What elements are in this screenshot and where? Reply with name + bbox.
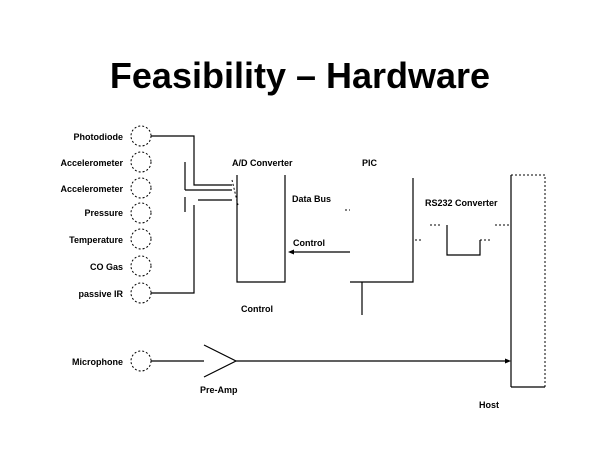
pic-block [350, 178, 414, 283]
sensor-icons [130, 125, 152, 372]
control-bottom-label: Control [241, 304, 273, 314]
preamp-triangle [203, 344, 238, 378]
rs232-label: RS232 Converter [425, 198, 498, 208]
sensor-label-accelerometer-2: Accelerometer [60, 184, 123, 194]
adc-block [236, 175, 286, 283]
sensor-label-co-gas: CO Gas [90, 262, 123, 272]
preamp-output-arrowhead [505, 358, 511, 364]
host-label: Host [479, 400, 499, 410]
sensor-circle-pressure [130, 202, 152, 224]
sensor-wiring [151, 135, 239, 294]
sensor-circle-temperature [130, 228, 152, 250]
sensor-label-pressure: Pressure [84, 208, 123, 218]
sensor-circle-accelerometer-2 [130, 177, 152, 199]
sensor-circle-photodiode [130, 125, 152, 147]
control-arrowhead [288, 249, 294, 255]
control-pic-label: Control [293, 238, 325, 248]
microphone-circle [130, 350, 152, 372]
sensor-label-temperature: Temperature [69, 235, 123, 245]
adc-label: A/D Converter [232, 158, 293, 168]
sensor-label-passive-ir: passive IR [78, 289, 123, 299]
pic-label: PIC [362, 158, 378, 168]
sensor-circle-passive-ir [130, 282, 152, 304]
preamp-label: Pre-Amp [200, 385, 238, 395]
data-bus-label: Data Bus [292, 194, 331, 204]
host-block [510, 174, 546, 388]
sensor-label-accelerometer-1: Accelerometer [60, 158, 123, 168]
microphone-label: Microphone [72, 357, 123, 367]
sensor-label-photodiode: Photodiode [74, 132, 124, 142]
sensor-circle-accelerometer-1 [130, 151, 152, 173]
slide-title: Feasibility – Hardware [109, 55, 491, 96]
sensor-circle-co-gas [130, 255, 152, 277]
rs232-block [446, 225, 481, 256]
